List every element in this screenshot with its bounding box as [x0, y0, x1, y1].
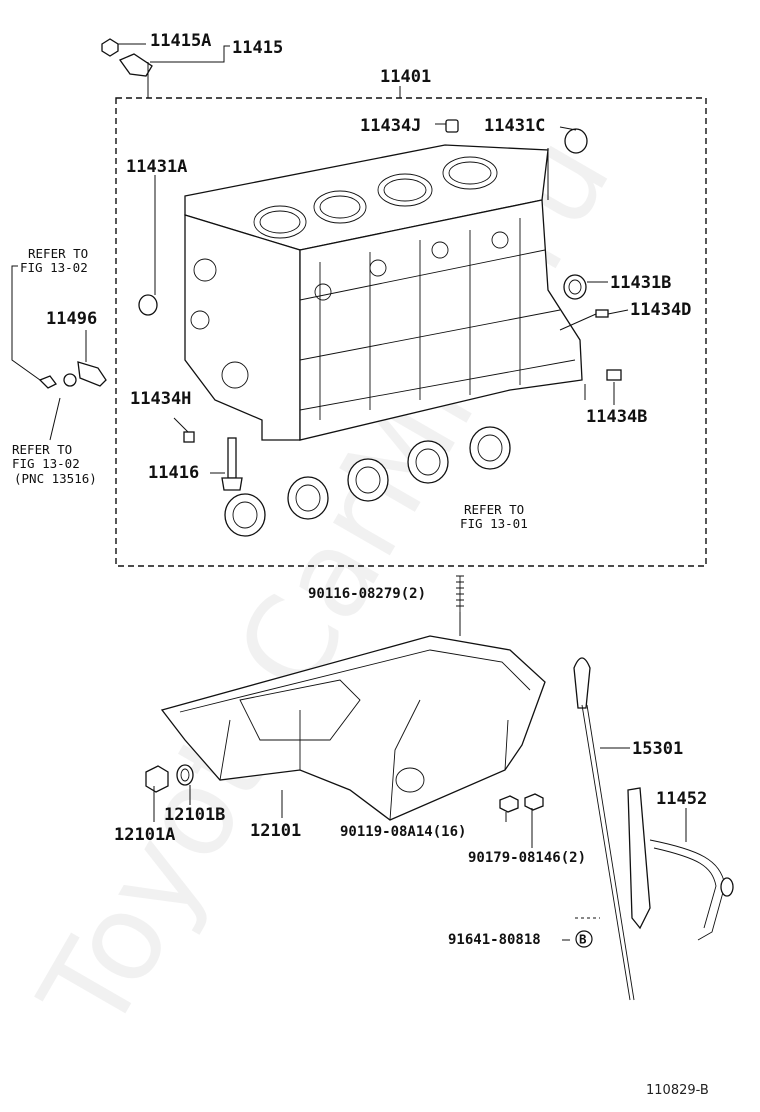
- label-90179-08146: 90179-08146(2): [468, 850, 586, 866]
- part-11434D-pin: [595, 309, 609, 318]
- part-11415-fitting: [119, 53, 153, 77]
- part-11431A-plug: [138, 294, 158, 316]
- part-11415A-cap: [101, 38, 119, 57]
- part-90119-bolt: [499, 795, 519, 813]
- label-11415A: 11415A: [150, 31, 211, 51]
- leader-lines: [11, 43, 687, 941]
- label-11434B: 11434B: [586, 407, 647, 427]
- refer-note-2-line3: (PNC 13516): [14, 471, 97, 486]
- label-12101A: 12101A: [114, 825, 175, 845]
- part-11434J-plug: [445, 119, 459, 133]
- part-15301-dipstick: [573, 657, 635, 1001]
- part-11496-bracket: [38, 361, 107, 389]
- label-11431C: 11431C: [484, 116, 545, 136]
- refer-note-1-line1: REFER TO: [28, 246, 88, 261]
- circled-b-marker: B: [575, 930, 593, 948]
- label-11431A: 11431A: [126, 157, 187, 177]
- label-11416: 11416: [148, 463, 199, 483]
- part-90179-nut: [524, 793, 544, 811]
- part-11416-bolt: [221, 437, 243, 491]
- figure-id: 110829-B: [646, 1083, 709, 1098]
- label-11496: 11496: [46, 309, 97, 329]
- label-12101B: 12101B: [164, 805, 225, 825]
- part-90116-stud: [456, 575, 464, 612]
- label-11401: 11401: [380, 67, 431, 87]
- label-11452: 11452: [656, 789, 707, 809]
- part-11452-guide: [627, 787, 734, 941]
- part-12101B-gasket: [176, 764, 194, 786]
- refer-note-3-line2: FIG 13-01: [460, 516, 528, 531]
- main-bearings: [224, 426, 511, 537]
- label-11434J: 11434J: [360, 116, 421, 136]
- refer-note-1-line2: FIG 13-02: [20, 260, 88, 275]
- oil-pan: [160, 635, 546, 821]
- part-12101A-drain-plug: [145, 765, 169, 793]
- refer-note-2-line2: FIG 13-02: [12, 456, 80, 471]
- part-11431C-plug: [564, 128, 588, 154]
- label-11415: 11415: [232, 38, 283, 58]
- part-11434H-plug: [183, 431, 195, 443]
- assembly-box-11401: [115, 97, 707, 567]
- label-11434H: 11434H: [130, 389, 191, 409]
- label-90119-08A14: 90119-08A14(16): [340, 824, 466, 840]
- label-11431B: 11431B: [610, 273, 671, 293]
- label-12101: 12101: [250, 821, 301, 841]
- label-15301: 15301: [632, 739, 683, 759]
- refer-note-2-line1: REFER TO: [12, 442, 72, 457]
- label-11434D: 11434D: [630, 300, 691, 320]
- label-90116-08279: 90116-08279(2): [308, 586, 426, 602]
- part-11431B-plug: [563, 274, 587, 300]
- label-91641-80818: 91641-80818: [448, 932, 541, 948]
- marker-b-letter: B: [579, 932, 587, 947]
- refer-note-3-line1: REFER TO: [464, 502, 524, 517]
- part-11434B-pin: [606, 369, 622, 381]
- cylinder-block: [184, 144, 583, 441]
